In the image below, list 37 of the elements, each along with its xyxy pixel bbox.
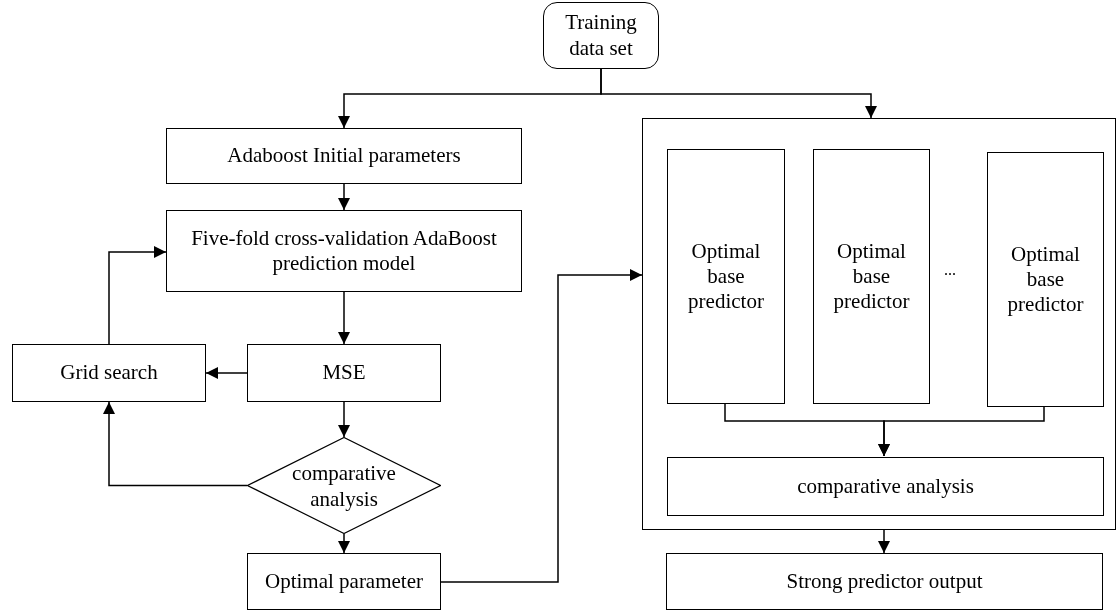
node-text: Optimal base predictor [1006, 241, 1085, 318]
node-text: Five-fold cross-validation AdaBoost prediction model [190, 225, 498, 277]
arrow [205, 367, 248, 379]
arrow [878, 405, 1045, 457]
start-box [543, 2, 659, 69]
node-text: Training data set [564, 10, 638, 61]
node-text: Adaboost Initial parameters [227, 143, 461, 169]
arrow [338, 291, 350, 345]
decision-diamond [247, 437, 441, 534]
process-box [166, 128, 522, 184]
process-box [166, 210, 522, 292]
node-text: Grid search [60, 360, 158, 386]
node-text: comparative analysis [797, 473, 974, 500]
node-text: MSE [322, 360, 366, 386]
process-box [12, 344, 206, 402]
arrow [878, 529, 890, 554]
arrow [108, 246, 167, 345]
arrow [338, 533, 350, 554]
process-box [666, 553, 1103, 610]
process-box [667, 457, 1104, 516]
ellipsis-text: ... [944, 260, 956, 280]
process-box [247, 553, 441, 610]
arrow [440, 269, 643, 583]
node-text: Strong predictor output [786, 568, 983, 595]
process-box [247, 344, 441, 402]
node-text: Optimal base predictor [832, 238, 911, 315]
arrow [600, 68, 877, 119]
process-box [667, 149, 785, 404]
container-box [642, 118, 1116, 530]
node-text: Optimal parameter [265, 568, 423, 595]
arrow [338, 183, 350, 211]
node-text: comparative analysis [291, 460, 397, 512]
process-box [987, 152, 1104, 407]
arrow [103, 401, 248, 487]
arrow [338, 401, 350, 438]
process-box [813, 149, 930, 404]
node-text: Optimal base predictor [687, 238, 765, 315]
